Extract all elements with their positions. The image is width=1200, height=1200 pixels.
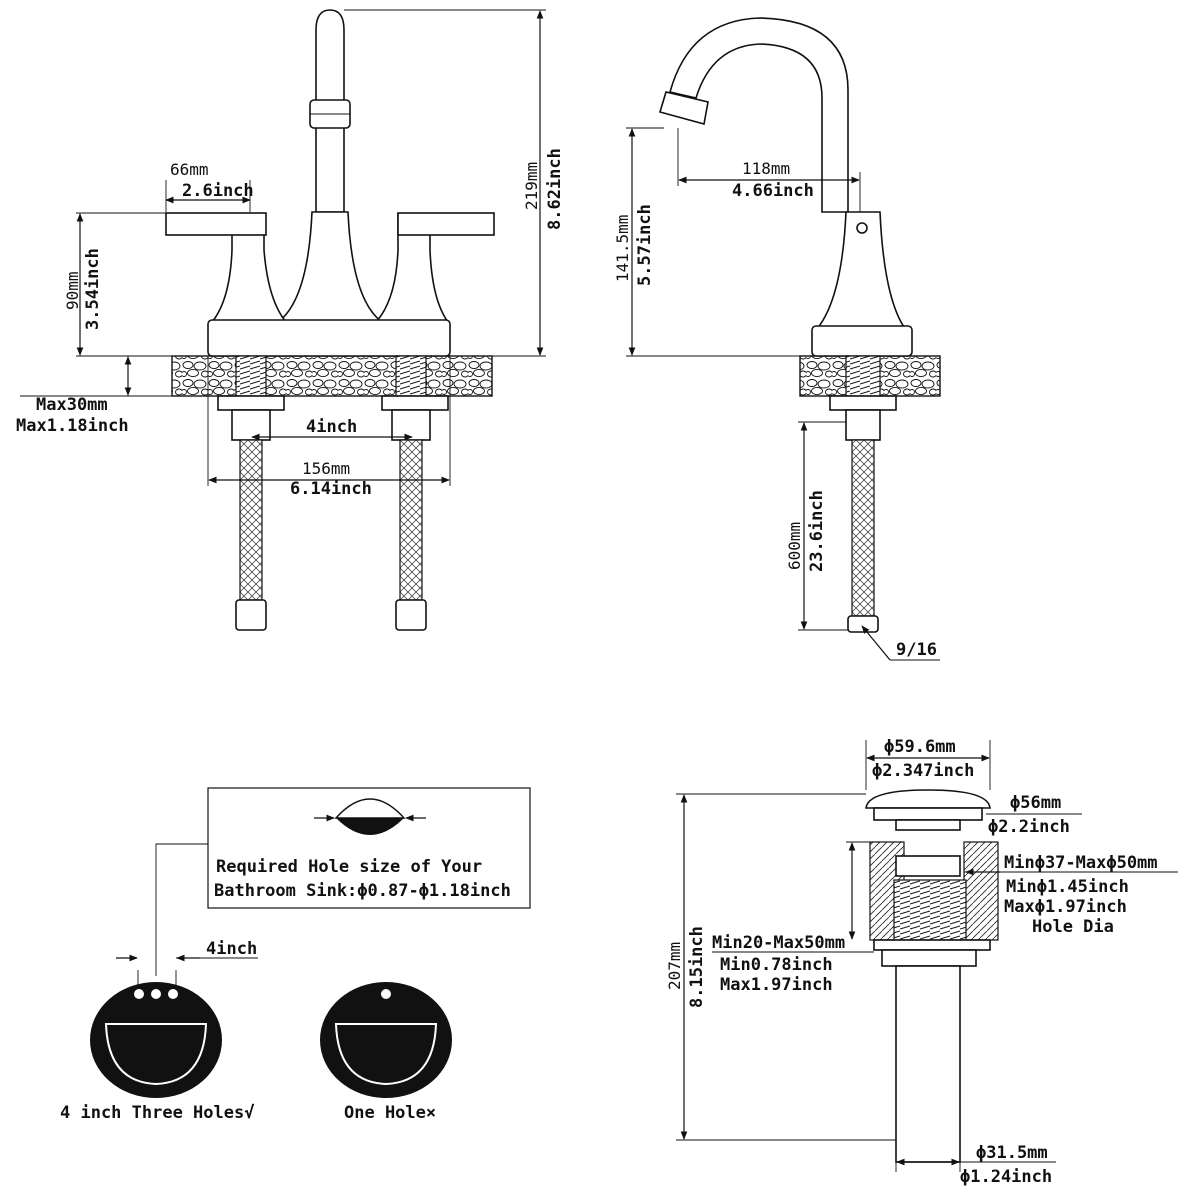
front-base-plate (207, 319, 451, 357)
thickness-max-in: Max1.97inch (720, 975, 833, 995)
hole-min-in: Minϕ1.45inch (1006, 877, 1129, 897)
thickness-mm: Min20-Max50mm (712, 933, 845, 953)
faucet-hole (168, 989, 178, 999)
three-holes-caption: 4 inch Three Holes√ (60, 1103, 254, 1123)
right-lever (397, 212, 495, 236)
left-lever (165, 212, 267, 236)
drain-height-mm: 207mm (665, 942, 684, 990)
hole-spacing: 4inch (206, 939, 257, 959)
side-aerator (658, 91, 709, 126)
hole-note-line1: Required Hole size of Your (216, 857, 482, 877)
overall-width-in: 6.14inch (290, 479, 372, 499)
front-view: 66mm 2.6inch 90mm 3.54inch 219mm 8.62inc… (16, 9, 565, 631)
gooseneck-spout (669, 17, 849, 213)
faucet-hole (134, 989, 144, 999)
side-hose (851, 439, 875, 617)
one-hole-caption: One Hole× (344, 1103, 436, 1123)
sink-hole-guide: Required Hole size of Your Bathroom Sink… (60, 787, 531, 1123)
side-shank (845, 355, 881, 397)
overall-width-mm: 156mm (302, 459, 350, 478)
tail-dia-mm: ϕ31.5mm (976, 1143, 1048, 1163)
set-screw (856, 222, 868, 234)
left-hose (239, 439, 263, 601)
left-shank (235, 355, 267, 397)
deck-max-mm: Max30mm (36, 395, 108, 415)
side-view: 118mm 4.66inch 141.5mm 5.57inch 600mm 23… (613, 17, 941, 661)
cap-dia-in: ϕ2.347inch (872, 761, 974, 781)
handle-height-in: 3.54inch (83, 248, 103, 330)
reach-in: 4.66inch (732, 181, 814, 201)
deck-max-in: Max1.18inch (16, 416, 129, 436)
hole-note-line2: Bathroom Sink:ϕ0.87-ϕ1.18inch (214, 881, 511, 901)
spout-height-mm: 141.5mm (613, 215, 632, 282)
cap-dia-mm: ϕ59.6mm (884, 737, 956, 757)
center-spread: 4inch (306, 417, 357, 437)
thickness-min-in: Min0.78inch (720, 955, 833, 975)
spout-height-in: 5.57inch (635, 204, 655, 286)
popup-drain: ϕ59.6mm ϕ2.347inch ϕ56mm ϕ2.2inch Minϕ37… (665, 737, 1178, 1187)
reach-mm: 118mm (742, 159, 790, 178)
hole-range-mm: Minϕ37-Maxϕ50mm (1004, 853, 1158, 873)
countertop-front (171, 355, 493, 397)
right-shank (395, 355, 427, 397)
connector-size: 9/16 (896, 640, 937, 660)
tail-dia-in: ϕ1.24inch (960, 1167, 1052, 1187)
front-center-body (275, 211, 385, 323)
hose-length-in: 23.6inch (807, 490, 827, 572)
flange-dia-in: ϕ2.2inch (988, 817, 1070, 837)
hose-length-mm: 600mm (785, 522, 804, 570)
handle-spread-mm: 66mm (170, 160, 209, 179)
drain-height-in: 8.15inch (687, 926, 707, 1008)
handle-height-mm: 90mm (63, 271, 82, 310)
drain-tailpiece (895, 965, 961, 1163)
handle-spread-in: 2.6inch (182, 181, 254, 201)
sink-section-right (963, 841, 999, 941)
flange-dia-mm: ϕ56mm (1010, 793, 1061, 813)
faucet-hole (151, 989, 161, 999)
right-hose (399, 439, 423, 601)
total-height-mm: 219mm (522, 162, 541, 210)
drain-thread (893, 879, 967, 941)
faucet-hole (381, 989, 391, 999)
total-height-in: 8.62inch (545, 148, 565, 230)
hole-max-in: Maxϕ1.97inch (1004, 897, 1127, 917)
drain-cap (865, 789, 991, 809)
hole-dia-label: Hole Dia (1032, 917, 1114, 937)
dome-hole-icon (334, 798, 406, 819)
